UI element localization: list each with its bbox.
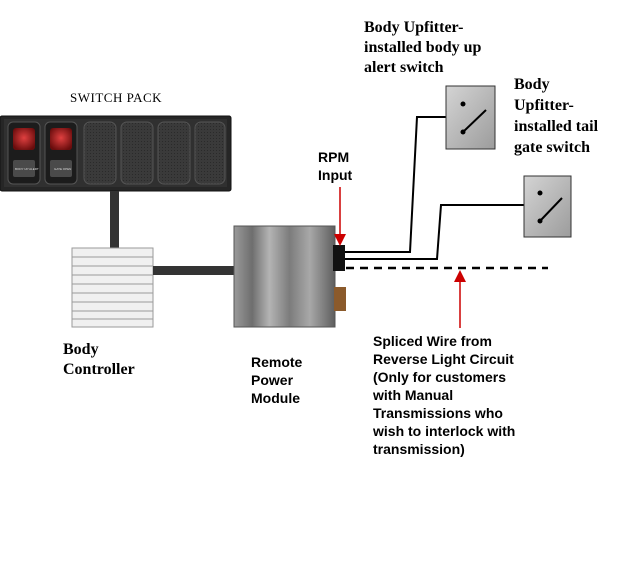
module-label-1: Remote [251,354,303,370]
body-up-alert-switch [445,85,496,150]
tail-gate-label-2: Upfitter- [514,97,574,114]
body-up-switch-label-1: Body Upfitter- [364,19,463,36]
switch-slot-4 [120,121,154,185]
switch1-legend: BODY UP ALERT [15,167,39,171]
controller-module-harness [153,266,234,275]
spliced-wire-label-1: Spliced Wire from [373,333,492,349]
indicator-lamp-2 [50,128,72,150]
switch2-legend: GATE OPEN [54,167,71,171]
spliced-wire-label-7: transmission) [373,441,465,457]
remote-power-module [233,225,336,328]
switch-gate-open[interactable]: GATE OPEN [44,121,78,185]
switch-body-up-alert[interactable]: BODY UP ALERT [7,121,41,185]
module-label-2: Power [251,372,294,388]
switch-slot-5 [157,121,191,185]
switch-slot-6 [194,121,226,185]
indicator-lamp-1 [13,128,35,150]
body-controller-label-1: Body [63,341,99,358]
wire-tail-gate-switch [345,204,526,260]
module-connector-black [333,245,345,271]
tail-gate-switch [523,175,572,238]
module-connector-brown [334,287,346,311]
switch-slot-3 [83,121,117,185]
rpm-input-label-1: RPM [318,149,349,165]
tail-gate-label-4: gate switch [514,139,590,156]
body-controller-label-2: Controller [63,361,135,378]
body-controller [71,247,154,328]
switch-pack: BODY UP ALERT GATE OPEN [0,115,232,192]
spliced-wire-label-4: with Manual [372,387,453,403]
tail-gate-label-3: installed tail [514,118,599,135]
switch-pack-harness [110,191,119,249]
body-up-switch-label-2: installed body up [364,39,481,56]
body-up-switch-label-3: alert switch [364,59,444,76]
rpm-input-label-2: Input [318,167,353,183]
spliced-wire-label-3: (Only for customers [373,369,506,385]
spliced-wire-label-6: wish to interlock with [372,423,515,439]
wire-body-up-switch [345,116,453,253]
spliced-wire-label-5: Transmissions who [373,405,503,421]
switch-pack-title: SWITCH PACK [70,90,162,105]
tail-gate-label-1: Body [514,76,550,93]
module-label-3: Module [251,390,300,406]
spliced-wire-label-2: Reverse Light Circuit [373,351,514,367]
